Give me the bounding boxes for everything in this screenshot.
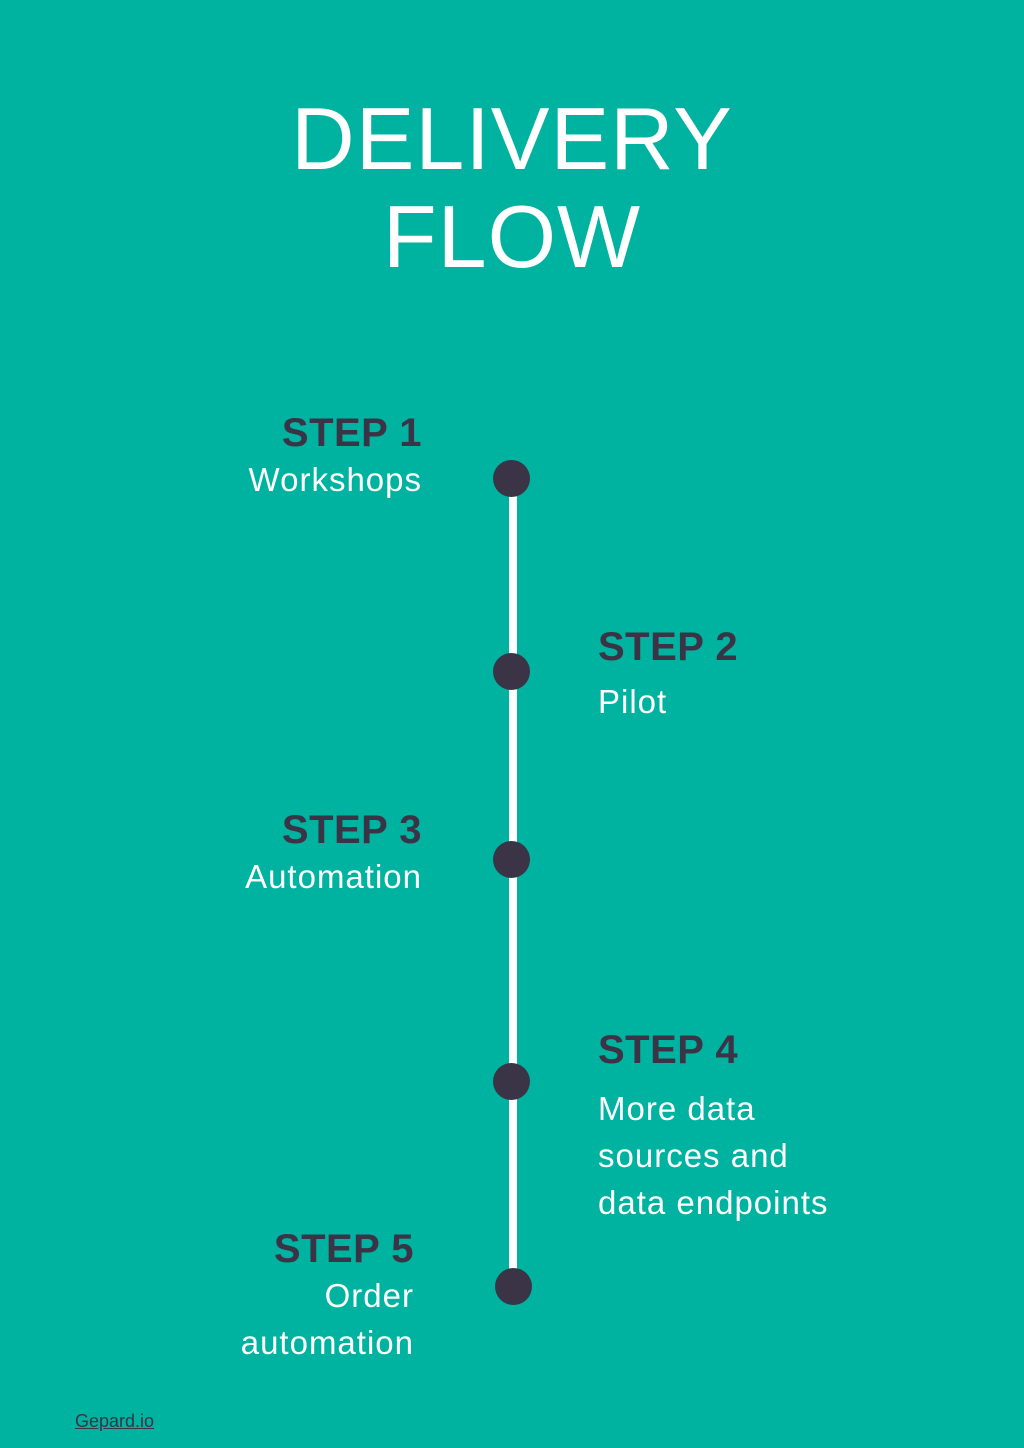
step-5-label: STEP 5 — [273, 1227, 414, 1271]
step-3-dot — [493, 841, 530, 878]
step-3-label: STEP 3 — [281, 808, 422, 852]
step-2-label: STEP 2 — [598, 625, 739, 669]
step-4-dot — [493, 1063, 530, 1100]
step-5-dot — [495, 1268, 532, 1305]
step-3-desc-line: Automation — [245, 858, 422, 895]
step-2: STEP 2 Pilot — [598, 624, 738, 725]
gepard-link[interactable]: Gepard.io — [75, 1411, 155, 1431]
step-1-dot — [493, 460, 530, 497]
step-4-desc-line: data endpoints — [598, 1184, 829, 1221]
title-line-2: FLOW — [382, 187, 642, 286]
step-1-desc-line: Workshops — [248, 461, 422, 498]
step-1: STEP 1 Workshops — [249, 410, 422, 503]
step-5-desc-line: automation — [240, 1324, 414, 1361]
step-2-desc-line: Pilot — [598, 683, 668, 720]
step-4-desc: More data sources and data endpoints — [598, 1085, 829, 1226]
step-4: STEP 4 More data sources and data endpoi… — [598, 1027, 829, 1226]
step-4-desc-line: sources and — [598, 1137, 789, 1174]
step-2-dot — [493, 653, 530, 690]
step-5-desc: Order automation — [241, 1272, 414, 1366]
step-5: STEP 5 Order automation — [241, 1226, 414, 1366]
step-4-desc-line: More data — [598, 1090, 756, 1127]
step-1-label: STEP 1 — [281, 411, 422, 455]
step-4-label: STEP 4 — [598, 1028, 739, 1072]
step-2-desc: Pilot — [598, 678, 738, 725]
step-5-desc-line: Order — [324, 1277, 414, 1314]
page-title: DELIVERY FLOW — [0, 90, 1024, 286]
step-1-desc: Workshops — [249, 456, 422, 503]
step-3-desc: Automation — [245, 853, 422, 900]
step-3: STEP 3 Automation — [245, 807, 422, 900]
timeline-line — [509, 478, 517, 1286]
title-line-1: DELIVERY — [291, 89, 733, 188]
